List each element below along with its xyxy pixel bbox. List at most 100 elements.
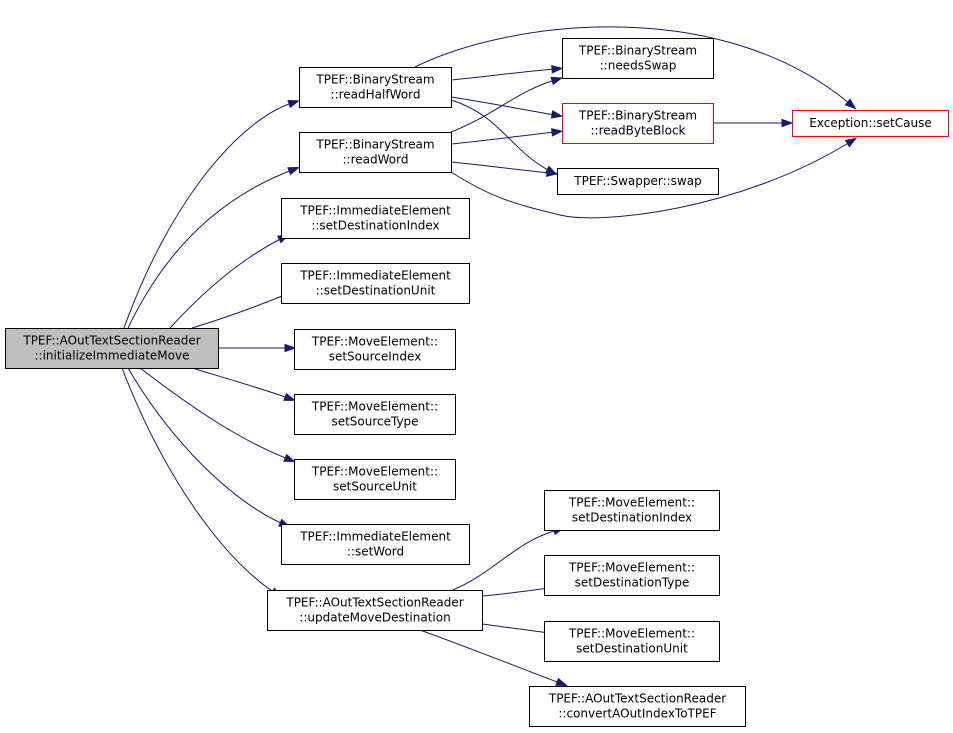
node-label-line: ::needsSwap — [600, 59, 677, 73]
node-label-line: Exception::setCause — [809, 116, 931, 130]
node-label-line: ::setWord — [347, 545, 404, 559]
node-label-line: TPEF::MoveElement:: — [311, 400, 438, 414]
edge-root-to-me-set-src-unit — [139, 367, 296, 463]
node-set-cause[interactable]: Exception::setCause — [792, 110, 949, 137]
edge-read-byte-block-to-set-cause — [712, 118, 794, 128]
node-box — [294, 394, 456, 435]
node-box — [267, 590, 483, 631]
node-box — [294, 329, 456, 370]
node-box — [792, 110, 949, 137]
node-label-line: TPEF::BinaryStream — [315, 138, 434, 152]
node-label-line: TPEF::BinaryStream — [578, 44, 697, 58]
edge-read-word-to-swap — [450, 161, 559, 177]
node-needs-swap[interactable]: TPEF::BinaryStream::needsSwap — [562, 38, 714, 79]
node-label-line: ::initializeImmediateMove — [35, 349, 190, 363]
edge-root-to-ie-set-word — [127, 367, 291, 528]
node-box — [529, 686, 746, 727]
node-label-line: ::readHalfWord — [331, 88, 421, 102]
edge-root-to-ie-set-dest-index — [169, 234, 290, 329]
node-label-line: ::convertAOutIndexToTPEF — [558, 707, 716, 721]
node-label-line: TPEF::MoveElement:: — [311, 465, 438, 479]
edge-read-word-to-read-byte-block — [450, 128, 564, 145]
nodes-layer: TPEF::AOutTextSectionReader::initializeI… — [5, 38, 949, 727]
node-read-word[interactable]: TPEF::BinaryStream::readWord — [299, 132, 452, 173]
node-ie-set-dest-index[interactable]: TPEF::ImmediateElement::setDestinationIn… — [281, 198, 470, 239]
arrowhead-icon — [551, 65, 564, 74]
arrowhead-icon — [551, 128, 564, 137]
node-label-line: setSourceType — [331, 415, 418, 429]
edge-read-word-to-needs-swap — [450, 76, 564, 133]
node-label-line: TPEF::ImmediateElement — [299, 204, 451, 218]
node-box — [544, 555, 720, 596]
node-ie-set-dest-unit[interactable]: TPEF::ImmediateElement::setDestinationUn… — [281, 263, 470, 304]
edge-read-half-word-to-needs-swap — [450, 65, 564, 81]
node-box — [544, 621, 720, 662]
node-box — [281, 198, 470, 239]
edge-read-half-word-to-read-byte-block — [450, 96, 564, 119]
arrowhead-icon — [550, 76, 564, 86]
arrowhead-icon — [287, 166, 300, 176]
node-label-line: TPEF::MoveElement:: — [568, 496, 695, 510]
arrowhead-icon — [287, 99, 301, 109]
arrowhead-icon — [283, 453, 296, 463]
node-label-line: TPEF::MoveElement:: — [568, 561, 695, 575]
edge-root-to-me-set-src-type — [191, 367, 296, 401]
node-label-line: ::updateMoveDestination — [299, 611, 450, 625]
node-box — [544, 490, 720, 531]
edge-read-half-word-to-set-cause — [414, 26, 857, 110]
node-label-line: setDestinationIndex — [572, 511, 692, 525]
node-label-line: setSourceIndex — [329, 350, 422, 364]
node-convert-index[interactable]: TPEF::AOutTextSectionReader::convertAOut… — [529, 686, 746, 727]
node-read-byte-block[interactable]: TPEF::BinaryStream::readByteBlock — [562, 103, 714, 144]
node-label-line: ::setDestinationUnit — [316, 284, 436, 298]
node-box — [281, 524, 470, 565]
node-me-set-src-index[interactable]: TPEF::MoveElement::setSourceIndex — [294, 329, 456, 370]
arrowhead-icon — [284, 343, 297, 353]
node-label-line: setDestinationUnit — [576, 642, 688, 656]
node-label-line: TPEF::AOutTextSectionReader — [22, 334, 200, 348]
node-box — [557, 168, 719, 195]
arrowhead-icon — [283, 392, 296, 401]
node-label-line: setDestinationType — [575, 576, 690, 590]
arrowhead-icon — [555, 677, 568, 686]
node-me-set-src-unit[interactable]: TPEF::MoveElement::setSourceUnit — [294, 459, 456, 500]
node-label-line: TPEF::AOutTextSectionReader — [548, 692, 726, 706]
node-box — [281, 263, 470, 304]
node-me-set-dest-unit[interactable]: TPEF::MoveElement::setDestinationUnit — [544, 621, 720, 662]
node-label-line: TPEF::MoveElement:: — [311, 335, 438, 349]
node-me-set-dest-index[interactable]: TPEF::MoveElement::setDestinationIndex — [544, 490, 720, 531]
node-read-half-word[interactable]: TPEF::BinaryStream::readHalfWord — [299, 67, 452, 108]
node-box — [294, 459, 456, 500]
node-label-line: ::setDestinationIndex — [311, 219, 439, 233]
arrowhead-icon — [781, 118, 794, 128]
arrowhead-icon — [844, 137, 858, 148]
edge-update-move-dest-to-convert-index — [419, 629, 568, 686]
node-swap[interactable]: TPEF::Swapper::swap — [557, 168, 719, 195]
edge-root-to-read-word — [127, 166, 300, 329]
node-box — [299, 132, 452, 173]
node-label-line: TPEF::AOutTextSectionReader — [285, 596, 463, 610]
edge-root-to-me-set-src-index — [218, 343, 297, 353]
node-me-set-src-type[interactable]: TPEF::MoveElement::setSourceType — [294, 394, 456, 435]
edge-root-to-ie-set-dest-unit — [191, 290, 295, 329]
edges-layer — [121, 26, 858, 686]
node-root: TPEF::AOutTextSectionReader::initializeI… — [5, 328, 219, 369]
node-box — [299, 67, 452, 108]
node-label-line: TPEF::MoveElement:: — [568, 627, 695, 641]
node-label-line: TPEF::BinaryStream — [578, 109, 697, 123]
edge-read-word-to-set-cause — [450, 137, 858, 219]
node-label-line: TPEF::BinaryStream — [315, 73, 434, 87]
arrowhead-icon — [844, 98, 857, 110]
node-box — [562, 38, 714, 79]
node-label-line: TPEF::Swapper::swap — [573, 174, 701, 188]
node-update-move-dest[interactable]: TPEF::AOutTextSectionReader::updateMoveD… — [267, 590, 483, 631]
node-ie-set-word[interactable]: TPEF::ImmediateElement::setWord — [281, 524, 470, 565]
edge-read-half-word-to-swap — [450, 99, 558, 175]
node-box — [562, 103, 714, 144]
arrowhead-icon — [550, 110, 564, 119]
node-label-line: ::readByteBlock — [591, 124, 686, 138]
node-label-line: TPEF::ImmediateElement — [299, 269, 451, 283]
node-me-set-dest-type[interactable]: TPEF::MoveElement::setDestinationType — [544, 555, 720, 596]
node-label-line: TPEF::ImmediateElement — [299, 530, 451, 544]
